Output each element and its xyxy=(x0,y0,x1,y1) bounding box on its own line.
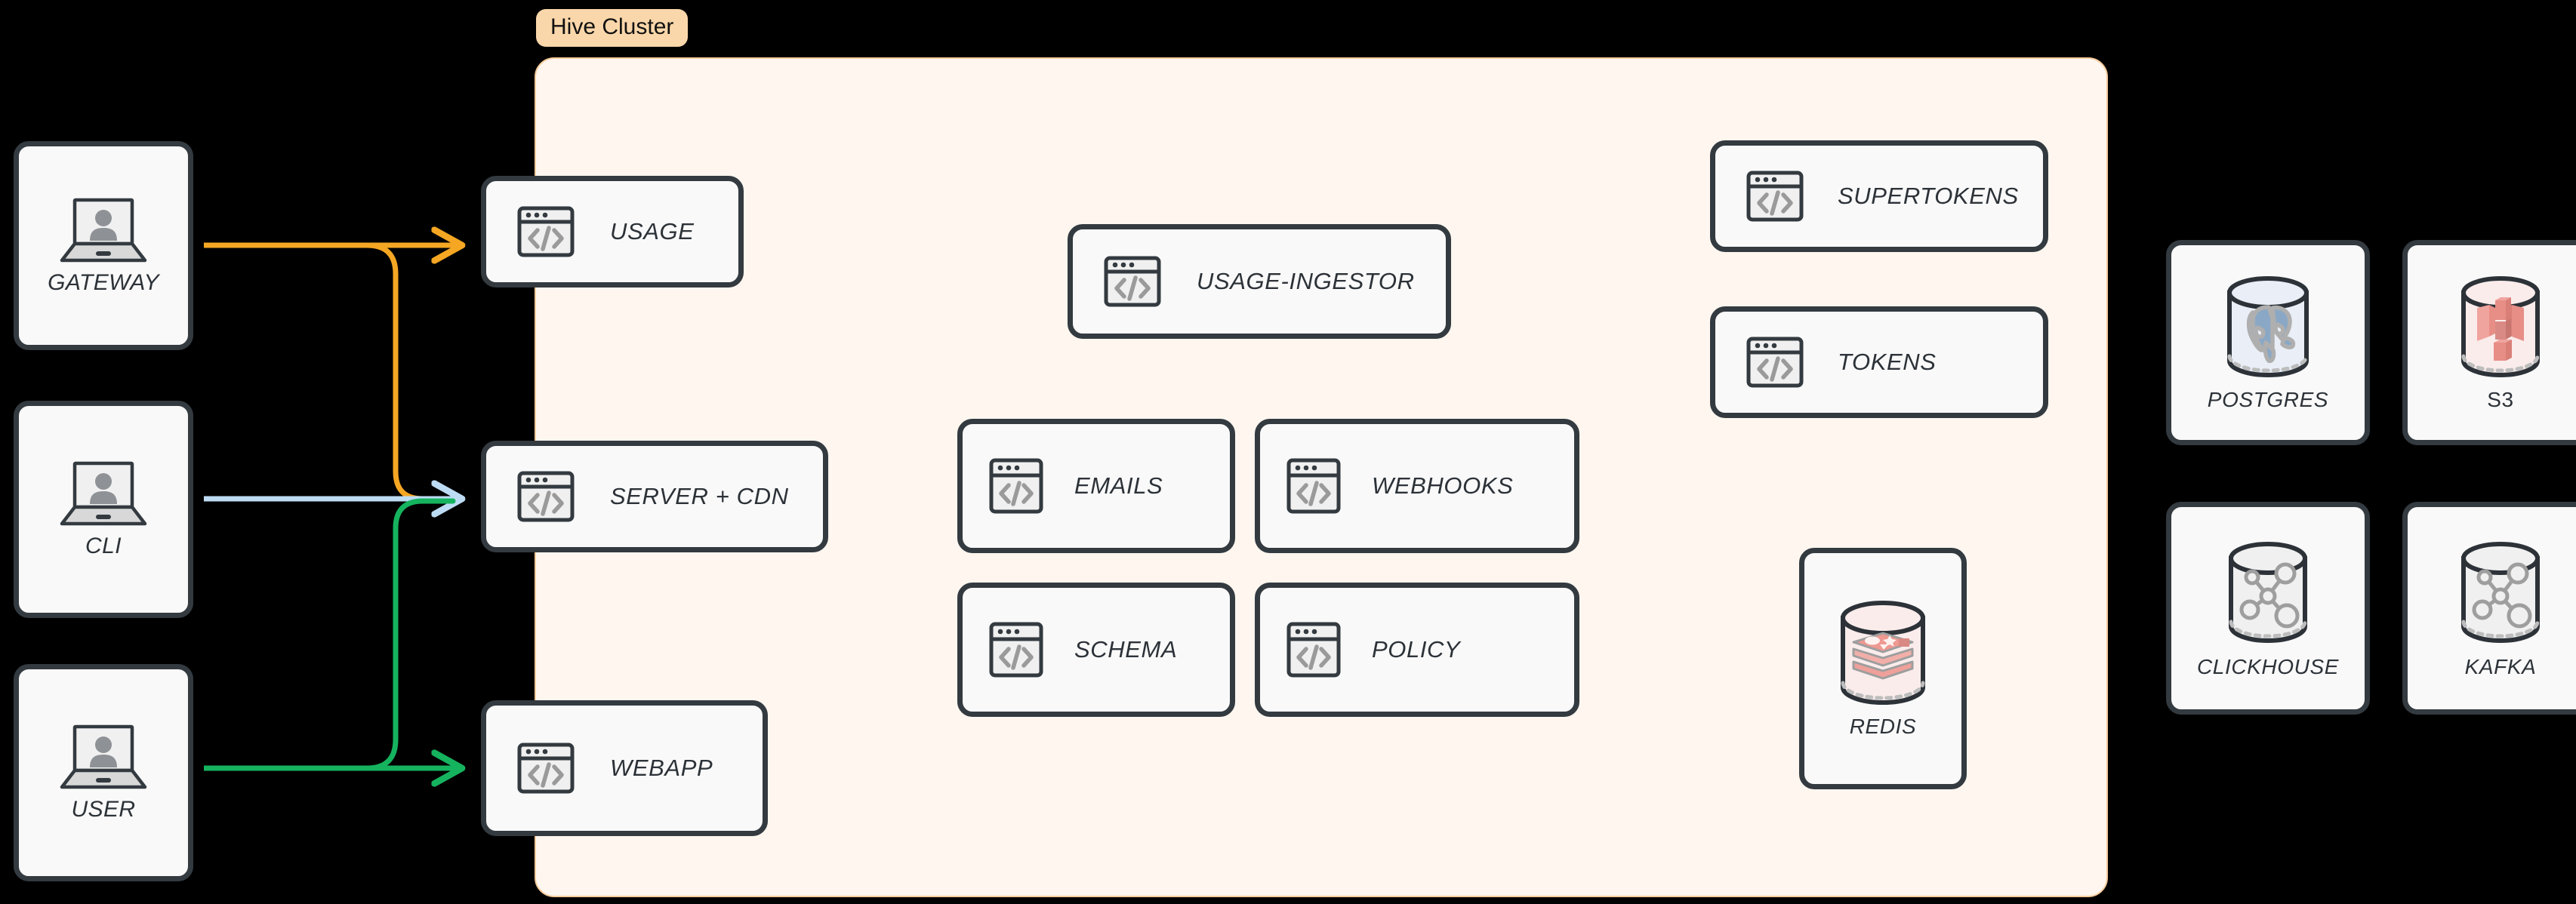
hive-cluster-label: Hive Cluster xyxy=(536,9,689,47)
redis-cylinder-icon xyxy=(1832,598,1934,707)
laptop-user-icon xyxy=(57,723,150,792)
node-label: EMAILS xyxy=(1074,472,1163,499)
node-label: SERVER + CDN xyxy=(610,483,789,509)
node-usage[interactable]: USAGE xyxy=(481,176,744,287)
node-label: SCHEMA xyxy=(1074,636,1178,663)
node-schema[interactable]: SCHEMA xyxy=(957,583,1235,717)
code-window-icon xyxy=(988,456,1044,516)
code-window-icon xyxy=(1286,456,1342,516)
laptop-user-icon xyxy=(57,460,150,529)
laptop-user-icon xyxy=(57,196,150,266)
node-label: POSTGRES xyxy=(2207,388,2329,411)
node-label: S3 xyxy=(2487,388,2514,411)
node-server-cdn[interactable]: SERVER + CDN xyxy=(481,441,828,552)
node-tokens[interactable]: TOKENS xyxy=(1710,306,2048,418)
node-gateway[interactable]: GATEWAY xyxy=(14,141,193,350)
code-window-icon xyxy=(1286,620,1342,680)
postgres-cylinder-icon xyxy=(2217,273,2319,380)
code-window-icon xyxy=(1103,252,1162,311)
code-window-icon xyxy=(516,202,575,261)
code-window-icon xyxy=(516,467,575,526)
node-label: CLI xyxy=(85,533,122,558)
node-clickhouse[interactable]: CLICKHOUSE xyxy=(2166,502,2370,715)
node-label: WEBHOOKS xyxy=(1372,472,1514,499)
node-label: POLICY xyxy=(1372,636,1461,663)
code-window-icon xyxy=(516,739,575,798)
code-window-icon xyxy=(988,620,1044,680)
node-postgres[interactable]: POSTGRES xyxy=(2166,240,2370,445)
node-label: KAFKA xyxy=(2464,655,2537,678)
node-label: TOKENS xyxy=(1838,349,1937,375)
node-policy[interactable]: POLICY xyxy=(1255,583,1579,717)
node-usage-ingestor[interactable]: USAGE-INGESTOR xyxy=(1068,224,1451,339)
node-supertokens[interactable]: SUPERTOKENS xyxy=(1710,140,2048,252)
node-emails[interactable]: EMAILS xyxy=(957,419,1235,553)
node-label: REDIS xyxy=(1849,715,1917,738)
edge-user-to-server-cdn xyxy=(364,498,456,771)
node-s3[interactable]: S3 xyxy=(2402,240,2576,445)
node-webapp[interactable]: WEBAPP xyxy=(481,700,768,836)
code-window-icon xyxy=(1746,333,1804,392)
s3-cylinder-icon xyxy=(2450,273,2551,380)
network-cylinder-icon xyxy=(2450,537,2551,647)
node-label: SUPERTOKENS xyxy=(1838,183,2019,209)
node-webhooks[interactable]: WEBHOOKS xyxy=(1255,419,1579,553)
node-user[interactable]: USER xyxy=(14,664,193,881)
node-cli[interactable]: CLI xyxy=(14,401,193,618)
network-cylinder-icon xyxy=(2217,537,2319,647)
node-kafka[interactable]: KAFKA xyxy=(2402,502,2576,715)
node-label: WEBAPP xyxy=(610,755,713,781)
node-label: USER xyxy=(71,797,136,822)
node-redis[interactable]: REDIS xyxy=(1799,548,1967,789)
node-label: USAGE-INGESTOR xyxy=(1197,268,1415,294)
node-label: GATEWAY xyxy=(48,269,159,295)
node-label: CLICKHOUSE xyxy=(2196,655,2340,678)
code-window-icon xyxy=(1746,167,1804,226)
edge-gateway-to-server-cdn xyxy=(364,242,462,502)
node-label: USAGE xyxy=(610,218,695,244)
